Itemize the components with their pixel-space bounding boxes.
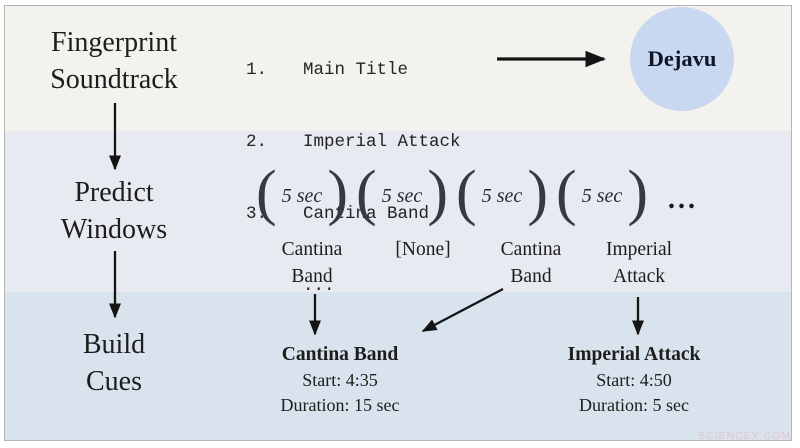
stage-label-predict-windows: Predict Windows xyxy=(14,174,214,248)
track-title: Main Title xyxy=(303,60,409,80)
cue-title: Imperial Attack xyxy=(567,344,701,365)
stage-label-build-cues: Build Cues xyxy=(14,326,214,400)
watermark: SCIENCEX.COM xyxy=(698,430,792,442)
window-3-prediction-label: Cantina Band xyxy=(500,239,562,287)
cue-title: Cantina Band xyxy=(281,344,399,365)
track-number: 3. xyxy=(246,204,268,224)
dejavu-node: Dejavu xyxy=(630,7,734,111)
cue-duration: Duration: 15 sec xyxy=(280,395,400,415)
window-1-prediction-label: Cantina Band xyxy=(281,239,343,287)
stage-fingerprint-line2: Soundtrack xyxy=(50,64,178,95)
track-title: Cantina Band xyxy=(303,204,430,224)
bracket-open-icon: ( xyxy=(356,159,377,227)
section-build-band xyxy=(5,292,791,440)
window-3: ( 5 sec ) xyxy=(456,159,548,227)
window-duration: 5 sec xyxy=(281,184,323,207)
window-duration: 5 sec xyxy=(581,184,623,207)
cue-card-cantina-band: Cantina Band Start: 4:35 Duration: 15 se… xyxy=(230,342,450,418)
window-4: ( 5 sec ) xyxy=(556,159,648,227)
stage-predict-line1: Predict xyxy=(74,177,154,208)
track-list-ellipsis: ... xyxy=(303,276,335,296)
bracket-open-icon: ( xyxy=(556,159,577,227)
window-duration: 5 sec xyxy=(381,184,423,207)
cue-start: Start: 4:50 xyxy=(596,370,672,390)
stage-build-line2: Cues xyxy=(86,366,142,397)
bracket-open-icon: ( xyxy=(456,159,477,227)
prediction-windows-row: ( 5 sec ) ( 5 sec ) ( 5 sec ) ( 5 sec ) xyxy=(256,159,648,227)
window-4-prediction-label: Imperial Attack xyxy=(605,239,673,287)
track-number: 2. xyxy=(246,132,268,152)
dejavu-label: Dejavu xyxy=(647,46,717,71)
windows-ellipsis: ... xyxy=(668,184,698,215)
stage-build-line1: Build xyxy=(82,329,146,360)
stage-fingerprint-line1: Fingerprint xyxy=(51,27,177,58)
bracket-close-icon: ) xyxy=(327,159,348,227)
section-predict-band xyxy=(5,131,791,292)
stage-label-fingerprint-soundtrack: Fingerprint Soundtrack xyxy=(14,24,214,98)
diagram-frame xyxy=(4,5,792,441)
bracket-close-icon: ) xyxy=(427,159,448,227)
track-item-3: 3. Cantina Band xyxy=(246,202,461,226)
window-2-prediction-label: [None] xyxy=(395,239,451,260)
track-item-1: 1. Main Title xyxy=(246,58,461,82)
cue-start: Start: 4:35 xyxy=(302,370,378,390)
track-item-2: 2. Imperial Attack xyxy=(246,130,461,154)
window-1: ( 5 sec ) xyxy=(256,159,348,227)
track-number: 1. xyxy=(246,60,268,80)
window-2: ( 5 sec ) xyxy=(356,159,448,227)
cue-card-imperial-attack: Imperial Attack Start: 4:50 Duration: 5 … xyxy=(524,342,744,418)
stage-predict-line2: Windows xyxy=(60,214,168,245)
bracket-open-icon: ( xyxy=(256,159,277,227)
bracket-close-icon: ) xyxy=(627,159,648,227)
window-duration: 5 sec xyxy=(481,184,523,207)
cue-duration: Duration: 5 sec xyxy=(579,395,689,415)
track-title: Imperial Attack xyxy=(303,132,461,152)
soundtrack-tracklist: 1. Main Title 2. Imperial Attack 3. Cantina… xyxy=(246,10,461,346)
bracket-close-icon: ) xyxy=(527,159,548,227)
